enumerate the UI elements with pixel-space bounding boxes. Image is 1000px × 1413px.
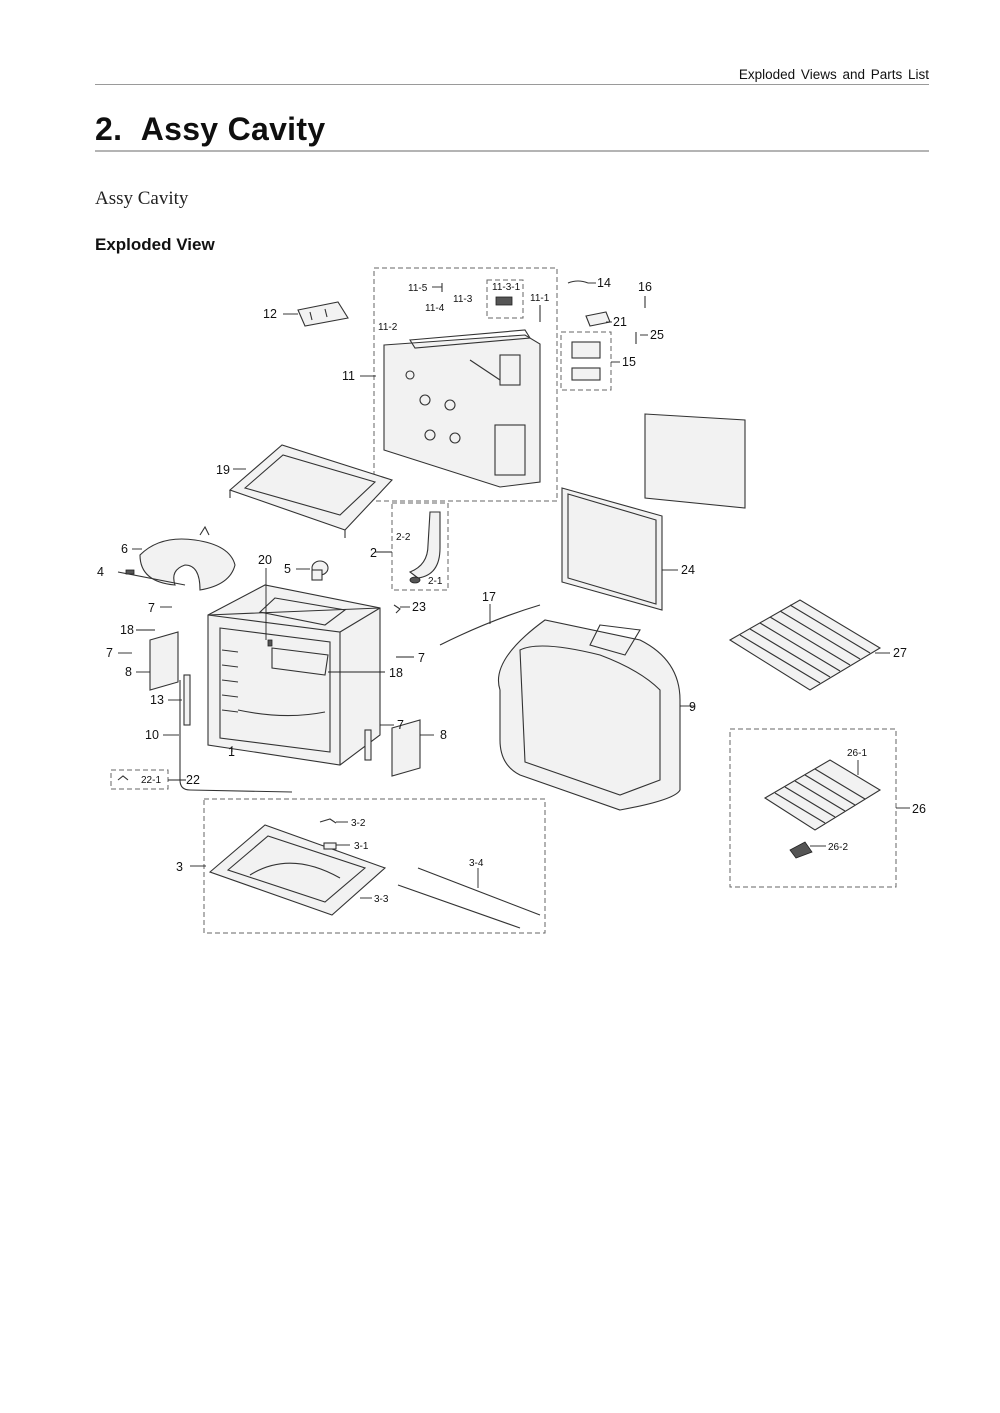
callout-25: 25 bbox=[650, 328, 664, 342]
section-number: 2. bbox=[95, 111, 123, 147]
title-rule bbox=[95, 150, 929, 152]
part-9-outer-cabinet bbox=[498, 619, 681, 811]
callout-10: 10 bbox=[145, 728, 159, 742]
callout-3-1: 3-1 bbox=[354, 841, 369, 852]
callout-12: 12 bbox=[263, 307, 277, 321]
callout-11-3-1: 11-3-1 bbox=[492, 282, 521, 293]
part-5-lamp bbox=[311, 560, 329, 581]
callout-7-c: 7 bbox=[418, 651, 425, 665]
group-box-2 bbox=[391, 502, 449, 591]
callout-18-b: 18 bbox=[389, 666, 403, 680]
callout-11-1: 11-1 bbox=[530, 293, 550, 304]
callout-26-2: 26-2 bbox=[828, 842, 848, 853]
callout-13: 13 bbox=[150, 693, 164, 707]
callout-26: 26 bbox=[912, 802, 926, 816]
part-8-side-cover-left bbox=[149, 631, 179, 691]
part-23-clip bbox=[393, 604, 401, 614]
part-6-heating-element bbox=[139, 525, 236, 591]
section-subtitle: Assy Cavity bbox=[95, 188, 189, 209]
callout-18-a: 18 bbox=[120, 623, 134, 637]
callout-7-a: 7 bbox=[148, 601, 155, 615]
callout-11-2: 11-2 bbox=[378, 322, 398, 333]
part-22-1-clip bbox=[117, 775, 129, 781]
part-2-2-duct bbox=[408, 511, 441, 579]
callout-5: 5 bbox=[284, 562, 291, 576]
group-box-22 bbox=[110, 769, 169, 790]
part-14-wire bbox=[567, 280, 589, 284]
group-box-11 bbox=[373, 267, 558, 502]
callout-11-3: 11-3 bbox=[453, 294, 473, 305]
section-title-text: Assy Cavity bbox=[140, 111, 326, 147]
callout-7-d: 7 bbox=[397, 718, 404, 732]
callout-27: 27 bbox=[893, 646, 907, 660]
part-19-frame bbox=[228, 444, 393, 538]
running-header: Exploded Views and Parts List bbox=[738, 67, 929, 82]
callout-7-b: 7 bbox=[106, 646, 113, 660]
part-4-sensor bbox=[117, 569, 186, 586]
callout-2-1: 2-1 bbox=[428, 576, 443, 587]
part-12-vent-bracket bbox=[297, 301, 349, 327]
section-title: 2. Assy Cavity bbox=[95, 111, 325, 148]
exploded-view-heading: Exploded View bbox=[95, 235, 215, 254]
callout-20: 20 bbox=[258, 553, 272, 567]
callout-6: 6 bbox=[121, 542, 128, 556]
part-24-glass-panels bbox=[561, 413, 746, 611]
exploded-view-diagram: 11 11-5 11-3 11-3-1 11-1 11-4 11-2 12 14… bbox=[97, 267, 926, 934]
callout-8-a: 8 bbox=[125, 665, 132, 679]
group-box-15 bbox=[560, 331, 612, 391]
callout-22: 22 bbox=[186, 773, 200, 787]
callout-9: 9 bbox=[689, 700, 696, 714]
callout-15: 15 bbox=[622, 355, 636, 369]
callout-8-b: 8 bbox=[440, 728, 447, 742]
part-11-3-1-bracket bbox=[495, 296, 513, 306]
part-8-side-cover-right bbox=[391, 719, 421, 777]
part-1-oven-cavity bbox=[207, 584, 381, 766]
callout-16: 16 bbox=[638, 280, 652, 294]
callout-3-3: 3-3 bbox=[374, 894, 389, 905]
part-15-hinge bbox=[571, 341, 601, 381]
callout-19: 19 bbox=[216, 463, 230, 477]
part-3-4-rails bbox=[397, 867, 541, 929]
group-box-11-3-1 bbox=[486, 279, 524, 319]
callout-21: 21 bbox=[613, 315, 627, 329]
callout-1: 1 bbox=[228, 745, 235, 759]
callout-3-2: 3-2 bbox=[351, 818, 366, 829]
callout-17: 17 bbox=[482, 590, 496, 604]
part-2-1-plate bbox=[409, 576, 421, 584]
part-3-2-clip bbox=[319, 818, 337, 824]
callout-11-5: 11-5 bbox=[408, 283, 428, 294]
part-3-1-sensor bbox=[323, 842, 337, 850]
callout-2: 2 bbox=[370, 546, 377, 560]
callout-11-4: 11-4 bbox=[425, 303, 445, 314]
callout-2-2: 2-2 bbox=[396, 532, 411, 543]
callout-22-1: 22-1 bbox=[141, 775, 161, 786]
part-26-1-glide-rack bbox=[763, 759, 882, 831]
part-3-bottom-frame bbox=[208, 824, 387, 916]
part-13-latch bbox=[183, 674, 191, 726]
callout-26-1: 26-1 bbox=[847, 748, 867, 759]
callout-24: 24 bbox=[681, 563, 695, 577]
callout-3: 3 bbox=[176, 860, 183, 874]
callout-23: 23 bbox=[412, 600, 426, 614]
callout-3-4: 3-4 bbox=[469, 858, 484, 869]
callout-4: 4 bbox=[97, 565, 104, 579]
callout-14: 14 bbox=[597, 276, 611, 290]
callout-11: 11 bbox=[342, 369, 355, 383]
part-21-clip bbox=[585, 311, 611, 327]
part-back-panel bbox=[383, 329, 541, 488]
header-rule bbox=[95, 84, 929, 85]
part-27-oven-rack bbox=[728, 599, 882, 691]
part-26-2-bracket bbox=[789, 841, 813, 859]
